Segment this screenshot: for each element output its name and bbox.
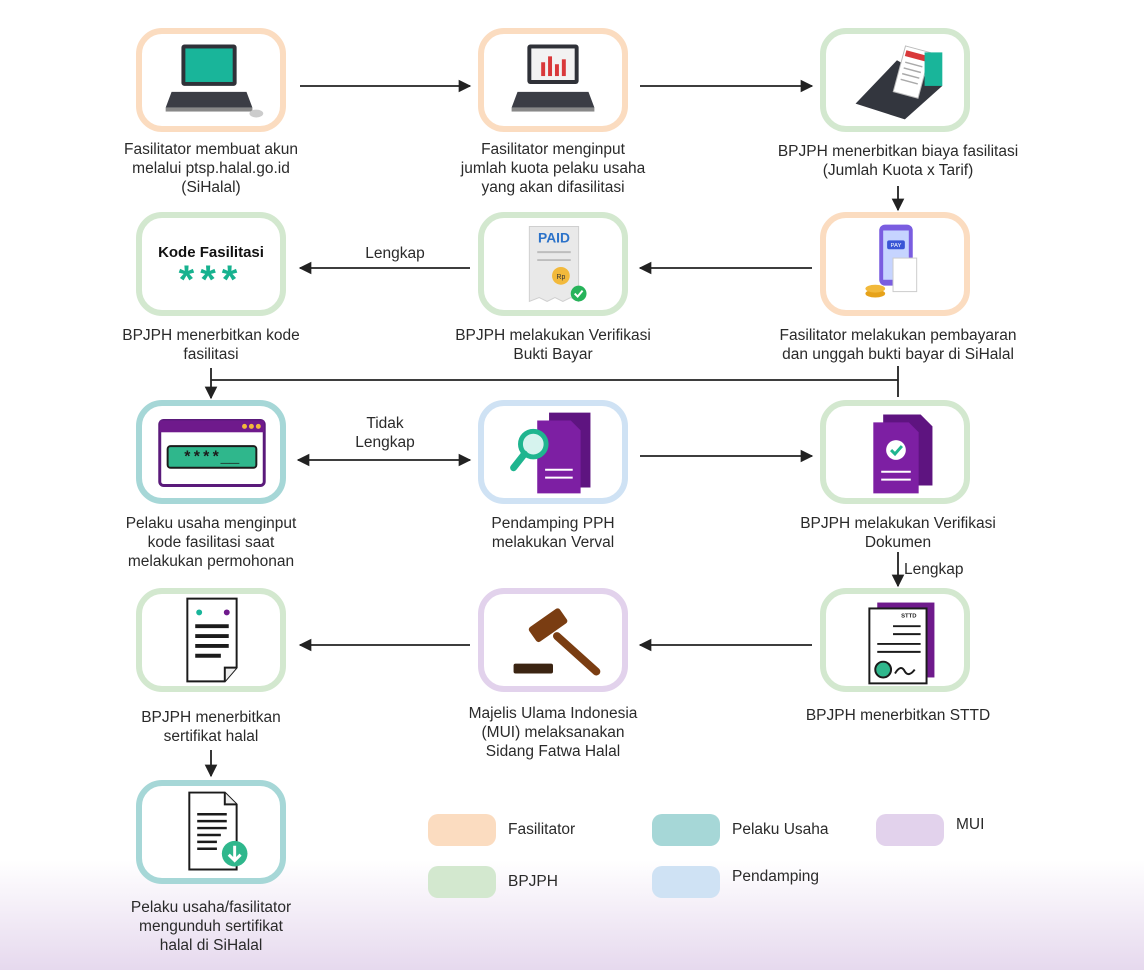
svg-text:****__: ****__ <box>183 449 240 467</box>
svg-text:PAID: PAID <box>538 230 570 245</box>
step-caption-s4: Fasilitator melakukan pembayaran dan ung… <box>779 327 1017 363</box>
laptop-icon <box>165 44 264 118</box>
desktop-chart-icon <box>511 44 595 112</box>
step-caption-s12: BPJPH menerbitkan sertifikat halal <box>141 709 281 745</box>
step-caption-s7: Pelaku usaha menginput kode fasilitasi s… <box>125 515 297 570</box>
document-download-icon <box>188 791 248 871</box>
step-caption-s3: BPJPH menerbitkan biaya fasilitasi (Juml… <box>777 143 1019 179</box>
code-card-title: Kode Fasilitasi <box>158 244 264 261</box>
legend-swatch-pendamping <box>652 866 720 898</box>
step-caption-s6: BPJPH menerbitkan kode fasilitasi <box>122 327 300 363</box>
document-check-icon <box>873 414 933 494</box>
step-node-s7: ****__ <box>136 400 286 504</box>
legend-swatch-fasilitator <box>428 814 496 846</box>
paid-receipt-icon: PAID Rp <box>528 226 587 303</box>
svg-text:PAY: PAY <box>891 243 902 249</box>
legend-label-pendamping: Pendamping <box>732 868 820 885</box>
step-node-s12 <box>136 588 286 692</box>
legend-label-pelaku-usaha: Pelaku Usaha <box>732 821 829 838</box>
edge-label-tidak-lengkap: Tidak Lengkap <box>355 415 415 451</box>
step-node-s13 <box>136 780 286 884</box>
legend-label-fasilitator: Fasilitator <box>508 821 576 838</box>
step-caption-s10: BPJPH menerbitkan STTD <box>805 707 991 724</box>
step-caption-s13: Pelaku usaha/fasilitator mengunduh serti… <box>130 899 292 954</box>
certificate-document-icon <box>186 597 238 683</box>
document-search-icon <box>510 412 591 494</box>
code-card-stars: *** <box>178 258 244 302</box>
svg-text:Rp: Rp <box>556 274 565 281</box>
step-caption-s11: Majelis Ulama Indonesia (MUI) melaksanak… <box>468 705 638 760</box>
step-node-s6: Kode Fasilitasi *** <box>136 212 286 316</box>
certificate-stamp-icon: STTD <box>868 602 935 685</box>
step-node-s5: PAID Rp <box>478 212 628 316</box>
legend-swatch-bpjph <box>428 866 496 898</box>
step-node-s9 <box>820 400 970 504</box>
invoice-laptop-icon <box>855 45 943 120</box>
legend-label-mui: MUI <box>956 816 985 833</box>
step-caption-s1: Fasilitator membuat akun melalui ptsp.ha… <box>123 141 299 196</box>
gavel-icon <box>513 608 601 676</box>
step-node-s2 <box>478 28 628 132</box>
svg-text:STTD: STTD <box>901 613 917 619</box>
step-caption-s9: BPJPH melakukan Verifikasi Dokumen <box>800 515 996 551</box>
step-node-s4: PAY <box>820 212 970 316</box>
step-caption-s5: BPJPH melakukan Verifikasi Bukti Bayar <box>455 327 651 363</box>
code-card-icon: Kode Fasilitasi *** <box>142 218 280 310</box>
step-caption-s8: Pendamping PPH melakukan Verval <box>491 515 615 551</box>
step-node-s11 <box>478 588 628 692</box>
step-node-s3 <box>820 28 970 132</box>
edge-label-lengkap-1: Lengkap <box>365 245 425 262</box>
legend-swatch-mui <box>876 814 944 846</box>
step-node-s1 <box>136 28 286 132</box>
step-caption-s2: Fasilitator menginput jumlah kuota pelak… <box>460 141 646 196</box>
step-node-s8 <box>478 400 628 504</box>
legend-label-bpjph: BPJPH <box>508 873 558 890</box>
step-node-s10: STTD <box>820 588 970 692</box>
code-input-icon: ****__ <box>158 418 266 487</box>
edge-label-lengkap-2: Lengkap <box>904 561 964 578</box>
legend-swatch-pelaku-usaha <box>652 814 720 846</box>
phone-payment-icon: PAY <box>865 224 918 298</box>
